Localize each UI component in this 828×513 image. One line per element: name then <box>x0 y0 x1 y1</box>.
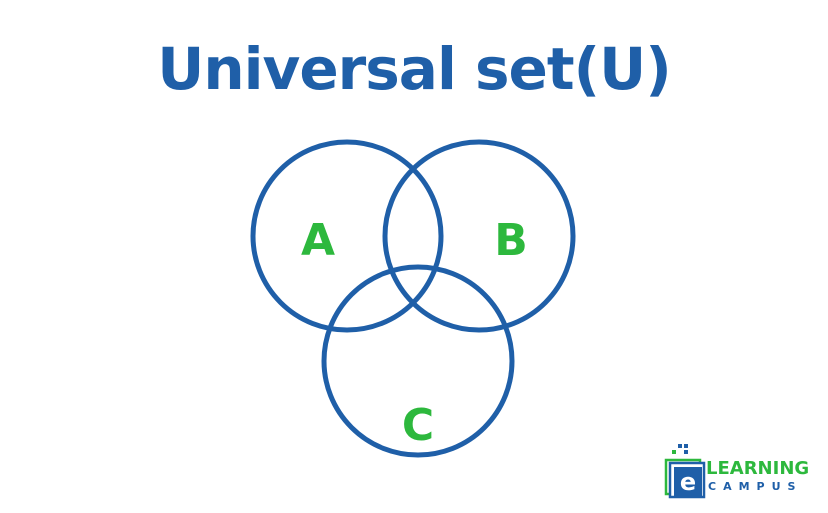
elearning-campus-logo: e LEARNING CAMPUS <box>662 440 822 500</box>
logo-mark-icon: e <box>664 444 706 499</box>
logo-line-1: LEARNING <box>706 458 810 479</box>
set-c-label: C <box>402 400 434 451</box>
set-a-circle <box>250 139 444 333</box>
set-c-circle <box>321 264 515 458</box>
logo-letter: e <box>680 468 696 496</box>
page-title: Universal set(U) <box>157 35 671 103</box>
logo-line-2: CAMPUS <box>708 480 803 493</box>
set-b-label: B <box>494 215 528 266</box>
set-b-circle <box>382 139 576 333</box>
set-a-label: A <box>301 215 335 266</box>
